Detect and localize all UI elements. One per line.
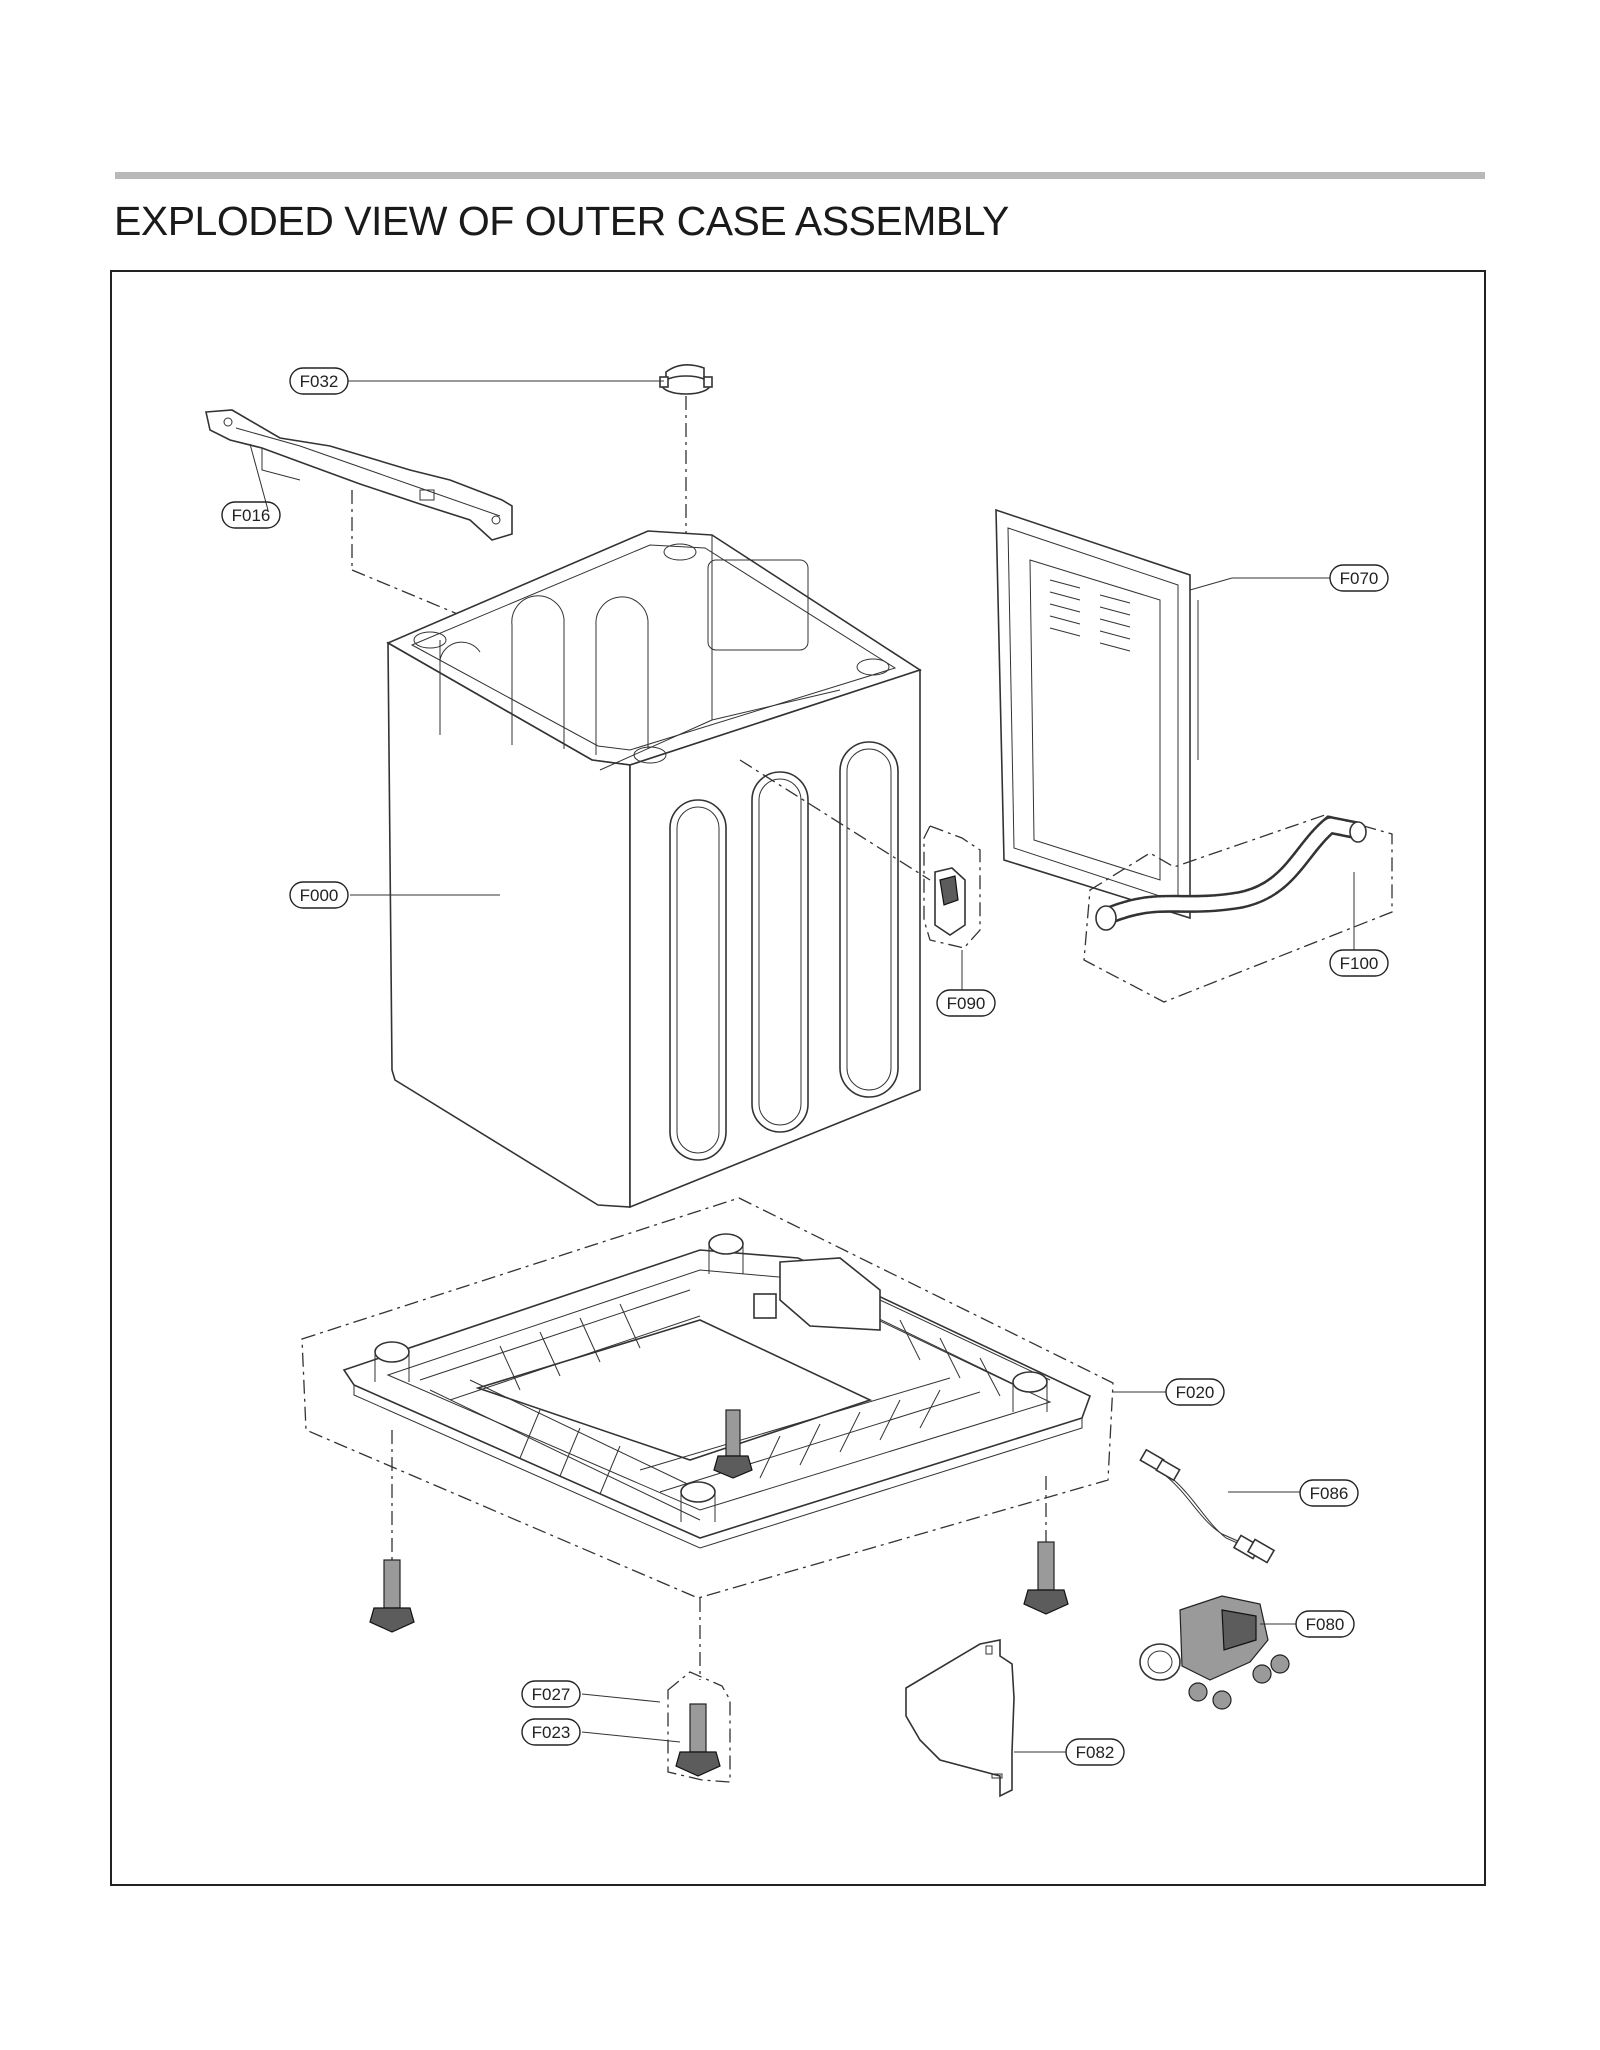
label-f027: F027 (532, 1685, 571, 1704)
callout-f086: F086 (1299, 1479, 1359, 1507)
label-f082: F082 (1076, 1743, 1115, 1762)
callout-f032: F032 (289, 367, 349, 395)
callout-f070: F070 (1329, 564, 1389, 592)
part-f020-base (342, 1233, 1092, 1549)
label-f020: F020 (1176, 1383, 1215, 1402)
callout-f090: F090 (936, 989, 996, 1017)
callout-f020: F020 (1165, 1378, 1225, 1406)
callout-f082: F082 (1065, 1738, 1125, 1766)
part-f070-panel (995, 508, 1191, 920)
label-f086: F086 (1310, 1484, 1349, 1503)
part-f000-cabinet (386, 530, 922, 1209)
part-f082-bracket (905, 1639, 1015, 1798)
header-rule (115, 172, 1485, 179)
part-f027-f023-leg (675, 1703, 721, 1777)
label-f100: F100 (1340, 954, 1379, 973)
callout-f000: F000 (289, 881, 349, 909)
part-center-foot (713, 1409, 753, 1479)
callout-f016: F016 (221, 501, 281, 529)
part-f080-pump (1139, 1595, 1290, 1710)
part-leveling-leg-left (369, 1559, 415, 1633)
diagram-frame (110, 270, 1486, 1886)
part-f086-harness (1139, 1448, 1276, 1564)
label-f016: F016 (232, 506, 271, 525)
part-f100-hose (1095, 815, 1367, 931)
label-f070: F070 (1340, 569, 1379, 588)
part-f032-clamp (659, 364, 713, 395)
part-f016-rail (205, 409, 513, 541)
label-f080: F080 (1306, 1615, 1345, 1634)
callout-f080: F080 (1295, 1610, 1355, 1638)
label-f000: F000 (300, 886, 339, 905)
part-leveling-leg-right (1023, 1541, 1069, 1615)
callout-f027: F027 (521, 1680, 581, 1708)
label-f090: F090 (947, 994, 986, 1013)
part-f090-bracket (934, 867, 966, 936)
label-f032: F032 (300, 372, 339, 391)
callout-f023: F023 (521, 1718, 581, 1746)
callout-f100: F100 (1329, 949, 1389, 977)
label-f023: F023 (532, 1723, 571, 1742)
page-title: EXPLODED VIEW OF OUTER CASE ASSEMBLY (114, 198, 1009, 244)
leader-lines (249, 380, 1355, 1753)
